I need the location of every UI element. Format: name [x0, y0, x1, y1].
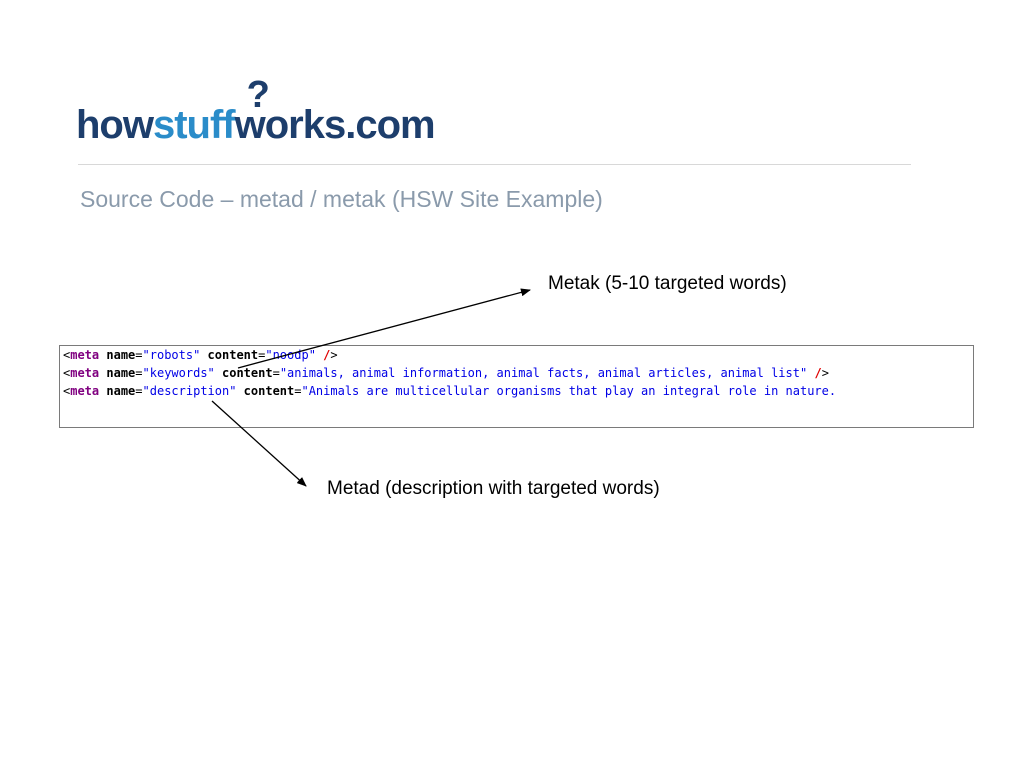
- logo-part-how: how: [76, 103, 154, 147]
- code-attr-content: content: [222, 366, 273, 380]
- code-attr-name: name: [106, 348, 136, 362]
- slide-title: Source Code – metad / metak (HSW Site Ex…: [80, 186, 603, 212]
- code-line-keywords: <meta name="keywords" content="animals, …: [63, 366, 829, 380]
- code-value: "keywords": [142, 366, 215, 380]
- logo-question-mark: ?: [246, 74, 270, 116]
- logo-part-wo: ?wo: [234, 74, 290, 147]
- code-tag: meta: [70, 384, 100, 398]
- code-line-robots: <meta name="robots" content="noodp" />: [63, 348, 338, 362]
- code-line-description: <meta name="description" content="Animal…: [63, 384, 837, 398]
- code-tag: meta: [70, 366, 100, 380]
- code-value: "description": [142, 384, 237, 398]
- code-attr-content: content: [243, 384, 295, 398]
- code-open-bracket: <: [63, 366, 71, 380]
- code-value: "animals, animal information, animal fac…: [279, 366, 808, 380]
- header-divider: [78, 164, 911, 165]
- code-attr-name: name: [106, 366, 136, 380]
- source-code-box: <meta name="robots" content="noodp" /> <…: [59, 345, 974, 428]
- code-value: "robots": [142, 348, 201, 362]
- code-tag: meta: [70, 348, 100, 362]
- howstuffworks-logo: howstuff?works.com: [76, 74, 436, 147]
- code-value: "Animals are multicellular organisms tha…: [301, 384, 837, 398]
- code-attr-content: content: [207, 348, 259, 362]
- code-attr-name: name: [106, 384, 136, 398]
- logo-part-rks: rks.com: [288, 103, 435, 147]
- logo-part-stuff: stuff: [152, 103, 236, 147]
- code-open-bracket: <: [63, 348, 71, 362]
- code-close-bracket: >: [821, 366, 829, 380]
- code-close-bracket: >: [330, 348, 338, 362]
- callout-metad: Metad (description with targeted words): [327, 478, 660, 499]
- code-open-bracket: <: [63, 384, 71, 398]
- code-value: "noodp": [265, 348, 316, 362]
- logo-wo-text: wo: [234, 103, 290, 147]
- code-self-close-slash: /: [814, 366, 822, 380]
- callout-metak: Metak (5-10 targeted words): [548, 273, 787, 294]
